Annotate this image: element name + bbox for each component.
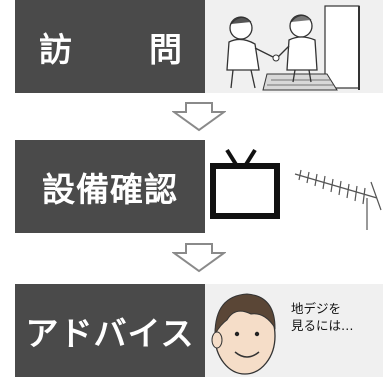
step-advice-label: アドバイス	[15, 284, 205, 377]
step-visit-label-char-1: 訪	[39, 29, 73, 69]
visit-illustration-svg	[226, 5, 360, 91]
antenna-icon	[294, 169, 382, 230]
step-equipment-check-label: 設備確認	[15, 140, 205, 233]
tv-antenna-illustration	[205, 140, 383, 233]
tv-icon	[210, 163, 280, 219]
down-arrow-icon	[172, 243, 226, 273]
down-arrow-icon	[172, 102, 226, 132]
step-visit: 訪 問	[0, 0, 383, 93]
step-visit-label-char-2: 問	[149, 29, 183, 69]
visit-illustration	[205, 0, 383, 93]
step-visit-label: 訪 問	[15, 0, 205, 93]
person-face-illustration: 地デジを 見るには…	[205, 284, 383, 377]
speech-line-2: 見るには…	[291, 318, 354, 333]
speech-line-1: 地デジを	[291, 301, 342, 316]
tv-antenna-illustration-svg	[205, 140, 383, 233]
person-face-svg	[211, 293, 276, 375]
speech-text: 地デジを 見るには…	[291, 300, 354, 334]
step-advice: アドバイス 地デジを 見るには…	[0, 284, 383, 377]
step-equipment-check: 設備確認	[0, 140, 383, 233]
